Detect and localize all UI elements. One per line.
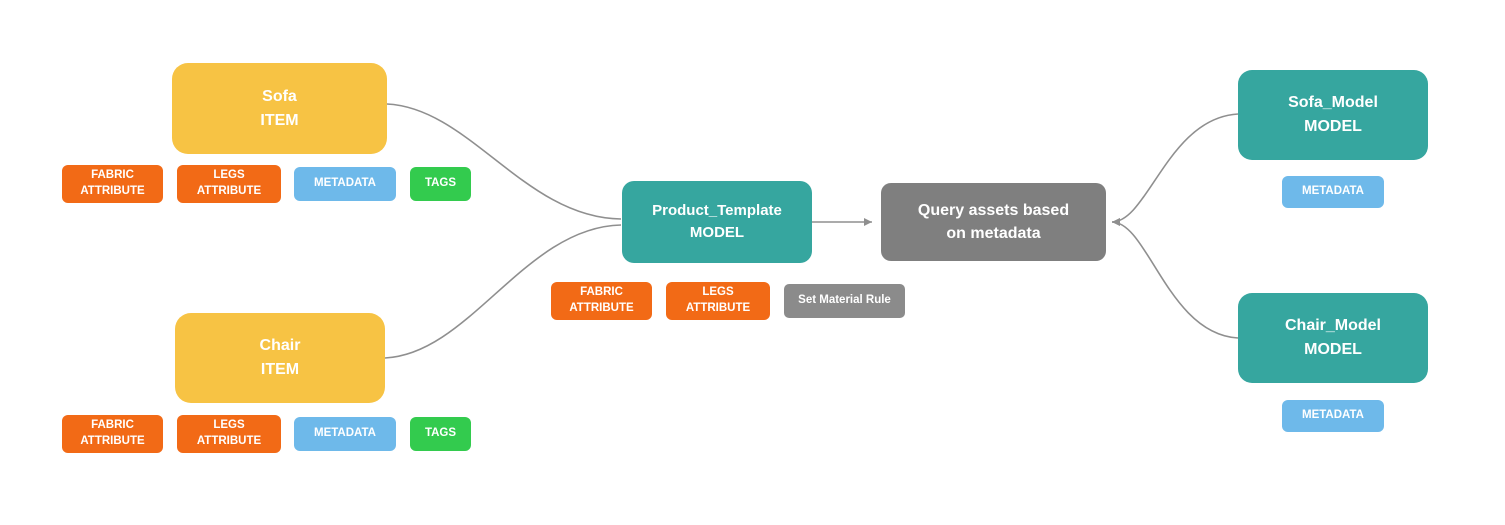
node-title: Sofa [262,87,297,105]
tags-badge[interactable]: TAGS [410,417,471,451]
badge-label: ATTRIBUTE [196,435,262,447]
tags-badge[interactable]: TAGS [410,167,471,201]
query-assets-node[interactable]: Query assets based on metadata [881,183,1106,261]
chair-model-node[interactable]: Chair_Model MODEL [1238,293,1428,383]
connector-sofa-model-to-query [1111,113,1239,226]
node-title: Sofa_Model [1288,94,1378,111]
chair-item-node[interactable]: Chair ITEM [175,313,385,403]
fabric-attribute-badge[interactable]: FABRIC ATTRIBUTE [62,165,163,203]
badge-label: LEGS [702,286,734,299]
badge-label: TAGS [424,427,457,440]
metadata-badge[interactable]: METADATA [1282,400,1384,432]
badge-label: ATTRIBUTE [685,302,751,314]
legs-attribute-badge[interactable]: LEGS ATTRIBUTE [666,282,770,320]
node-type-label: MODEL [689,224,745,241]
fabric-attribute-badge[interactable]: FABRIC ATTRIBUTE [551,282,652,320]
node-type-label: MODEL [1304,118,1362,135]
sofa-model-node[interactable]: Sofa_Model MODEL [1238,70,1428,160]
connector-chair-item-to-template [384,224,622,359]
node-title: Chair [259,337,301,354]
badge-label: ATTRIBUTE [569,302,634,314]
node-title: Chair_Model [1284,317,1381,334]
node-type-label: MODEL [1304,341,1362,358]
set-material-rule-badge[interactable]: Set Material Rule [784,284,905,318]
badge-label: FABRIC [91,169,134,182]
node-type-label: ITEM [260,111,299,129]
badge-label: METADATA [1302,409,1364,422]
product-template-node[interactable]: Product_Template MODEL [622,181,812,263]
node-type-label: ITEM [260,361,300,378]
badge-label: METADATA [314,177,376,190]
badge-label: ATTRIBUTE [196,185,262,197]
badge-label: Set Material Rule [798,294,891,307]
node-title: Product_Template [652,201,782,219]
metadata-badge[interactable]: METADATA [1282,176,1384,208]
badge-label: LEGS [213,169,245,182]
badge-label: FABRIC [580,286,623,299]
badge-label: METADATA [314,427,376,440]
node-title: Query assets based on metadata [917,201,1070,242]
legs-attribute-badge[interactable]: LEGS ATTRIBUTE [177,415,281,453]
connector-chair-model-to-query [1111,218,1239,339]
badge-label: TAGS [424,177,457,190]
badge-label: ATTRIBUTE [80,435,145,447]
badge-label: METADATA [1302,185,1364,198]
metadata-badge[interactable]: METADATA [294,167,396,201]
connector-sofa-item-to-template [386,103,622,220]
badge-label: FABRIC [91,419,134,432]
badge-label: ATTRIBUTE [80,185,145,197]
metadata-badge[interactable]: METADATA [294,417,396,451]
sofa-item-node[interactable]: Sofa ITEM [172,63,387,154]
badge-label: LEGS [213,419,245,432]
fabric-attribute-badge[interactable]: FABRIC ATTRIBUTE [62,415,163,453]
legs-attribute-badge[interactable]: LEGS ATTRIBUTE [177,165,281,203]
